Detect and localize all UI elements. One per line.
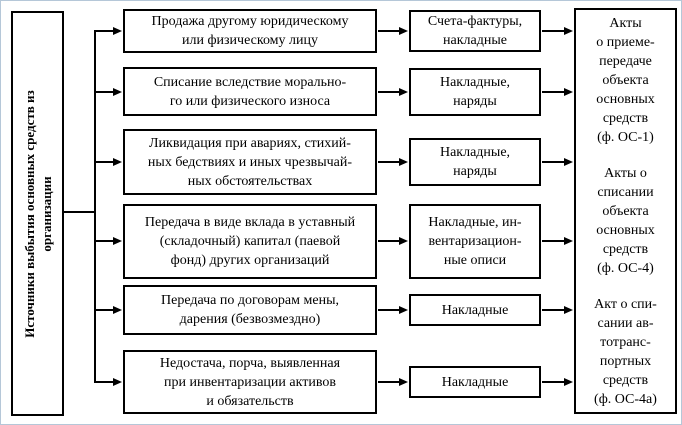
reason-box-exchange-gift: Передача по договорам мены, дарения (без…: [123, 285, 377, 335]
reason-box-sale: Продажа другому юридическому или физичес…: [123, 9, 377, 53]
source-category-label: Источники выбытия основных средств из ор…: [21, 89, 54, 338]
reason-box-writeoff-wear: Списание вследствие морально- го или физ…: [123, 67, 377, 116]
document-box-waybills-orders-2: Накладные, наряды: [409, 138, 541, 186]
act-os1-label: Акты о приеме- передаче объекта основных…: [596, 15, 655, 145]
source-category-box: Источники выбытия основных средств из ор…: [11, 11, 64, 416]
reason-box-capital-contribution: Передача в виде вклада в уставный (склад…: [123, 204, 377, 279]
document-box-inventory-lists: Накладные, ин- вентаризацион- ные описи: [409, 204, 541, 279]
document-box-waybills-1: Накладные: [409, 294, 541, 326]
document-box-invoices: Счета-фактуры, накладные: [409, 10, 541, 52]
acts-box: Акты о приеме- передаче объекта основных…: [574, 8, 677, 414]
document-box-waybills-orders-1: Накладные, наряды: [409, 68, 541, 116]
document-box-waybills-2: Накладные: [409, 366, 541, 398]
reason-box-liquidation: Ликвидация при авариях, стихий- ных бедс…: [123, 129, 377, 195]
reason-box-shortage: Недостача, порча, выявленная при инвента…: [123, 350, 377, 414]
act-os4a-label: Акт о спи- сании ав- тотранс- портных ср…: [594, 296, 657, 407]
act-os4-label: Акты о списании объекта основных средств…: [596, 165, 655, 276]
